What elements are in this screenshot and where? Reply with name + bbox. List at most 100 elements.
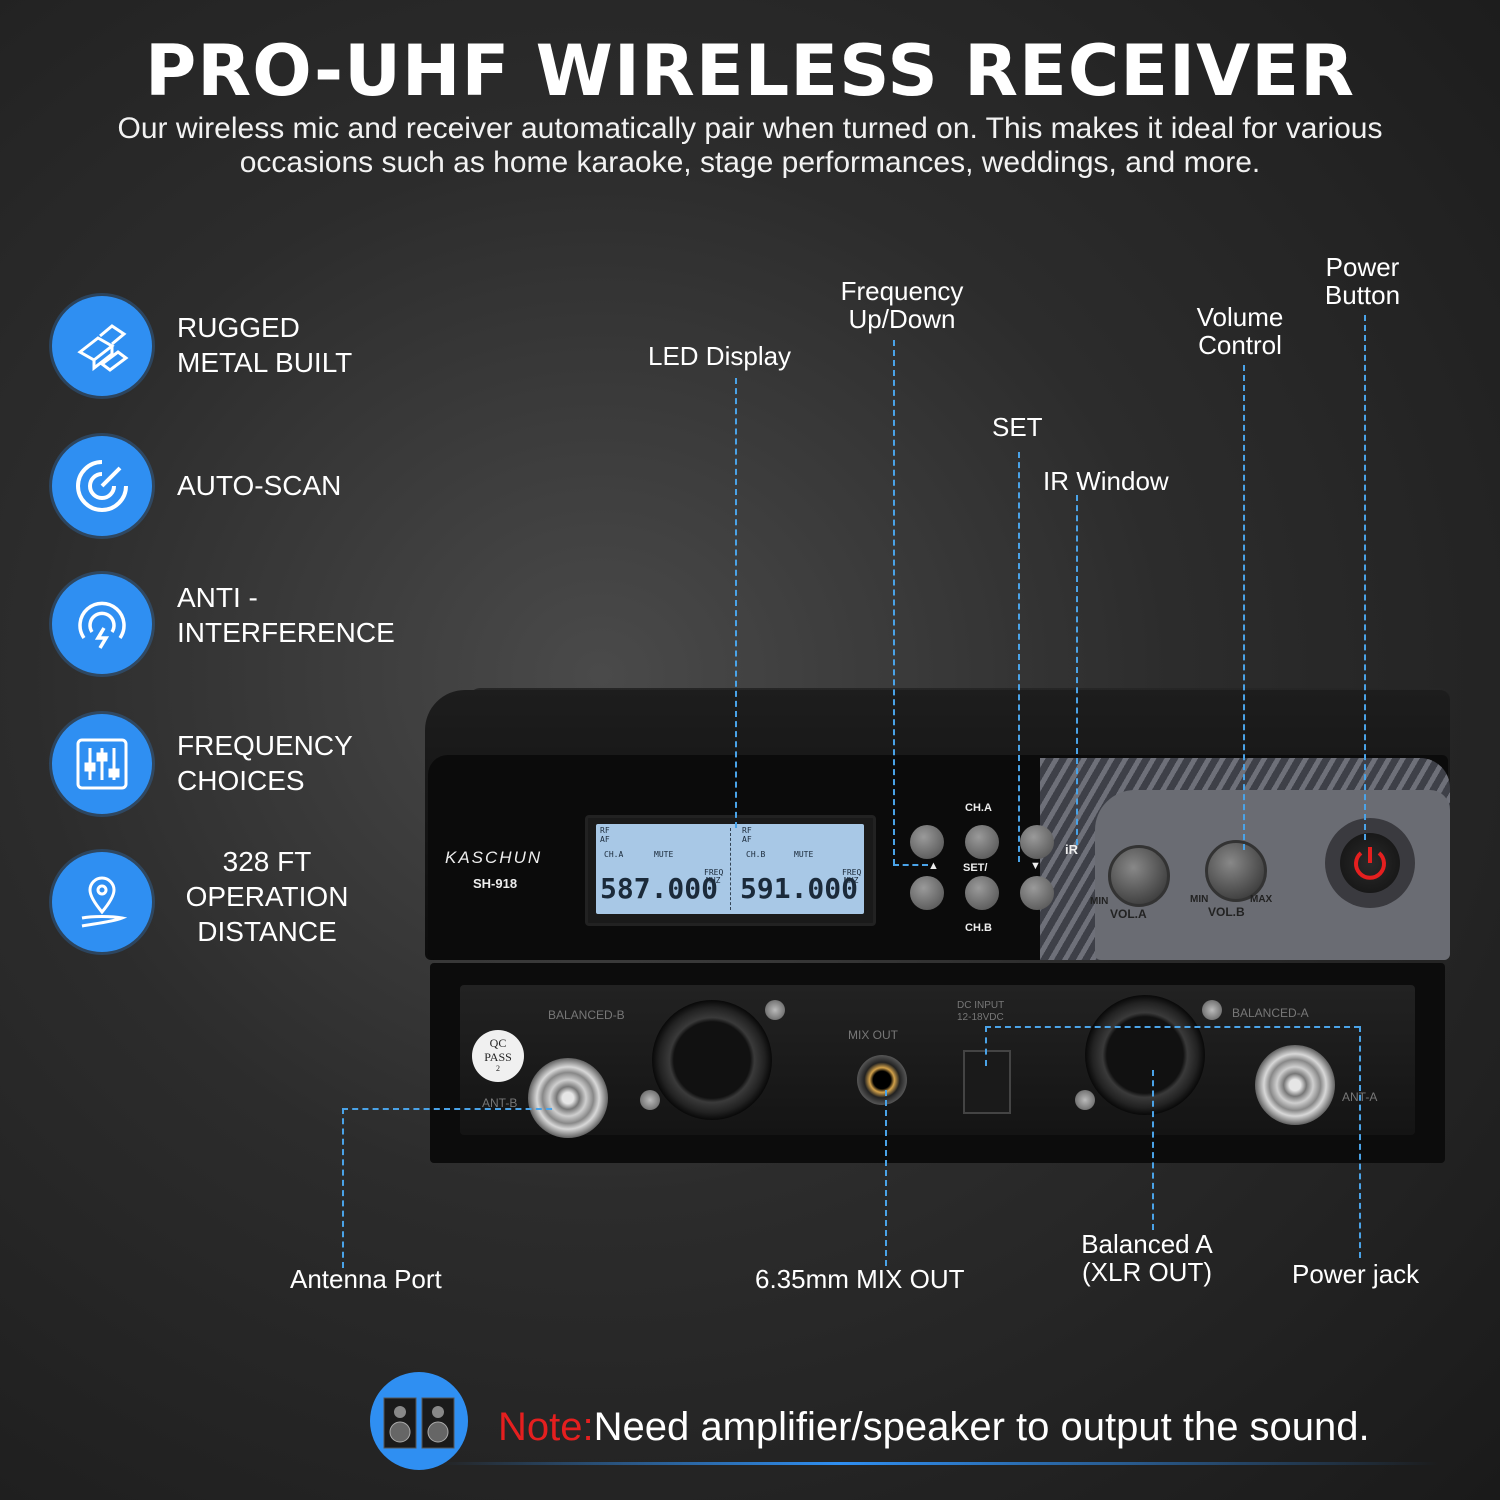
- callout-line: [893, 340, 895, 865]
- callout-line: [1152, 1070, 1154, 1230]
- feature-distance: 328 FT OPERATION DISTANCE: [52, 846, 348, 952]
- callout-antenna-port: Antenna Port: [290, 1264, 442, 1294]
- lcd-freq-a: FREQ: [704, 868, 724, 877]
- lcd-screen: RF AF CH.A MUTE FREQ MHZ 587.000 RF AF C…: [596, 824, 864, 914]
- callout-mix-out: 6.35mm MIX OUT: [755, 1264, 965, 1294]
- feature-label: CHOICES: [177, 765, 305, 796]
- lcd-mute-b: MUTE: [794, 850, 814, 859]
- callout-line: [1076, 495, 1078, 845]
- screw: [1202, 1000, 1222, 1020]
- callout-line: [1359, 1026, 1361, 1258]
- ant-b-label: ANT-B: [482, 1096, 518, 1110]
- page-subtitle: Our wireless mic and receiver automatica…: [117, 112, 1383, 179]
- callout-balanced-a: Balanced A(XLR OUT): [1081, 1229, 1213, 1287]
- antenna-port-b[interactable]: [528, 1058, 608, 1138]
- lcd-frequency-b: 591.000: [740, 872, 859, 905]
- lcd-af-label: AF: [742, 835, 752, 844]
- feature-anti-interference: ANTI - INTERFERENCE: [52, 574, 395, 674]
- model-label: SH-918: [473, 876, 518, 891]
- callout-line: [1243, 365, 1245, 850]
- feature-label: ANTI -: [177, 582, 258, 613]
- note-body: Need amplifier/speaker to output the sou…: [593, 1405, 1370, 1449]
- lcd-rf-label: RF: [742, 826, 752, 835]
- feature-frequency-choices: FREQUENCY CHOICES: [52, 714, 353, 814]
- set-button-a[interactable]: [965, 825, 999, 859]
- location-icon: [52, 852, 152, 952]
- min-label: MIN: [1090, 896, 1109, 907]
- page-title: PRO-UHF WIRELESS RECEIVER: [145, 30, 1355, 112]
- power-jack[interactable]: [963, 1050, 1011, 1114]
- lcd-af-label: AF: [600, 835, 610, 844]
- callout-line: [1364, 315, 1366, 840]
- frequency-down-button-a[interactable]: [1020, 825, 1054, 859]
- note-underline: [440, 1462, 1440, 1465]
- sliders-icon: [52, 714, 152, 814]
- volume-b-knob[interactable]: [1205, 840, 1267, 902]
- callout-line: [985, 1026, 987, 1066]
- callout-power-jack: Power jack: [1292, 1259, 1420, 1289]
- callout-line: [893, 864, 928, 866]
- ir-window-label: iR: [1065, 842, 1078, 857]
- back-panel: [460, 985, 1415, 1135]
- ch-a-label: CH.A: [965, 802, 992, 814]
- brand-logo: KASCHUN: [445, 848, 543, 867]
- mix-out-label: MIX OUT: [848, 1028, 898, 1042]
- screw: [640, 1090, 660, 1110]
- feature-auto-scan: AUTO-SCAN: [52, 436, 341, 536]
- note-label: Note:: [498, 1405, 594, 1449]
- up-arrow-icon: ▲: [928, 860, 939, 872]
- ch-b-label: CH.B: [965, 922, 992, 934]
- power-button[interactable]: [1340, 833, 1400, 893]
- feature-label: INTERFERENCE: [177, 617, 395, 648]
- lcd-ch-b: CH.B: [746, 850, 766, 859]
- screw: [1075, 1090, 1095, 1110]
- dc-input-label: DC INPUT: [957, 1000, 1005, 1011]
- vol-b-label: VOL.B: [1208, 905, 1245, 919]
- set-label: SET/: [963, 862, 988, 874]
- lcd-mute-a: MUTE: [654, 850, 674, 859]
- balanced-b-label: BALANCED-B: [548, 1008, 625, 1022]
- vol-a-label: VOL.A: [1110, 907, 1147, 921]
- lcd-mhz-b: MHZ: [844, 876, 859, 885]
- min-label: MIN: [1190, 894, 1209, 905]
- set-button-b[interactable]: [965, 876, 999, 910]
- feature-label: OPERATION: [185, 881, 349, 912]
- anti-interference-icon: [52, 574, 152, 674]
- antenna-port-a[interactable]: [1255, 1045, 1335, 1125]
- callout-line: [985, 1026, 1360, 1028]
- max-label: MAX: [1250, 894, 1273, 905]
- callout-led-display: LED Display: [648, 341, 792, 371]
- note-text: Note:Need amplifier/speaker to output th…: [498, 1405, 1370, 1450]
- screw: [765, 1000, 785, 1020]
- lcd-rf-label: RF: [600, 826, 610, 835]
- frequency-up-button-a[interactable]: [910, 825, 944, 859]
- feature-label: 328 FT: [222, 846, 312, 877]
- feature-label: FREQUENCY: [177, 730, 353, 761]
- mix-out-jack[interactable]: [857, 1055, 907, 1105]
- callout-line: [342, 1108, 552, 1110]
- callout-line: [1018, 452, 1020, 862]
- feature-label: METAL BUILT: [177, 347, 353, 378]
- feature-label: DISTANCE: [197, 916, 337, 947]
- feature-rugged: RUGGED METAL BUILT: [52, 296, 352, 396]
- volume-a-knob[interactable]: [1108, 845, 1170, 907]
- feature-label: RUGGED: [177, 312, 300, 343]
- balanced-a-label: BALANCED-A: [1232, 1006, 1309, 1020]
- feature-label: AUTO-SCAN: [177, 470, 342, 501]
- power-icon: [1354, 847, 1386, 880]
- lcd-freq-b: FREQ: [842, 868, 862, 877]
- callout-ir-window: IR Window: [1043, 466, 1169, 496]
- metal-bars-icon: [52, 296, 152, 396]
- speaker-icon: [370, 1372, 468, 1470]
- callout-line: [735, 378, 737, 828]
- frequency-down-button-b[interactable]: [1020, 876, 1054, 910]
- xlr-out-a[interactable]: [1085, 995, 1205, 1115]
- scan-icon: [52, 436, 152, 536]
- xlr-out-b[interactable]: [652, 1000, 772, 1120]
- callout-line: [885, 1090, 887, 1266]
- qc-pass-sticker: QC PASS 2: [472, 1030, 524, 1082]
- lcd-mhz-a: MHZ: [706, 876, 721, 885]
- frequency-up-button-b[interactable]: [910, 876, 944, 910]
